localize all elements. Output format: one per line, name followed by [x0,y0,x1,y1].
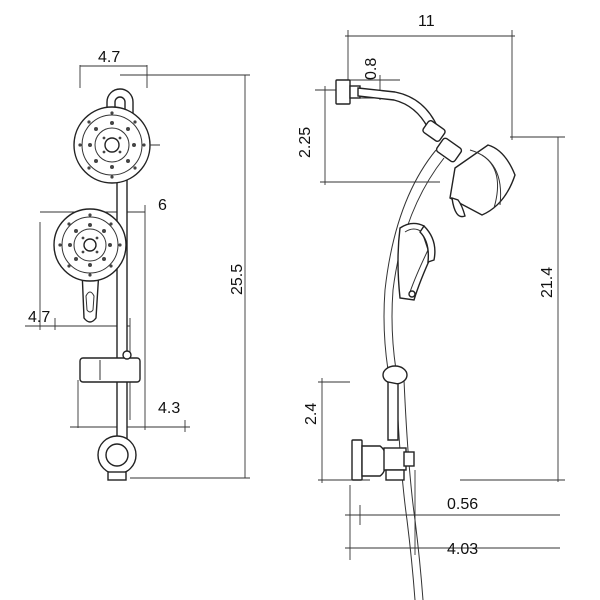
front-dimension-lines [25,65,250,479]
fixed-shower-head [73,106,160,184]
slide-holder [79,350,141,383]
dim-total-height-label: 25.5 [229,264,246,295]
handheld-shower [53,208,127,323]
handheld-nozzles [58,213,122,277]
side-handheld [397,222,436,301]
side-view: 11 0.8 2.25 21.4 2.4 0.56 4.03 [297,13,565,600]
side-dimension-lines [315,30,565,560]
dim-connector-projection-label: 4.03 [447,541,478,558]
side-holder-clip [382,365,408,441]
side-fixed-head [449,144,516,218]
front-view: 4.7 6 4.7 4.3 25.5 [25,49,250,481]
dim-top-width-label: 4.7 [98,49,120,66]
dim-connector-depth-label: 0.56 [447,496,478,513]
dim-handheld-width-label: 6 [158,197,167,214]
dim-holder-offset-label: 4.3 [158,400,180,417]
dim-flange-label: 0.8 [363,58,380,80]
fixed-head-nozzles [78,111,146,179]
handheld-handle [81,269,100,323]
dim-connector-height-label: 2.4 [303,403,320,425]
dim-total-depth-label: 11 [418,13,435,30]
dim-shower-height-label: 21.4 [539,267,556,298]
front-bottom-connector [97,435,137,481]
shower-arm [335,79,463,163]
slide-bar [116,149,128,451]
side-connector [351,439,415,481]
dim-handle-width-label: 4.7 [28,309,50,326]
dim-arm-drop-label: 2.25 [297,127,314,158]
